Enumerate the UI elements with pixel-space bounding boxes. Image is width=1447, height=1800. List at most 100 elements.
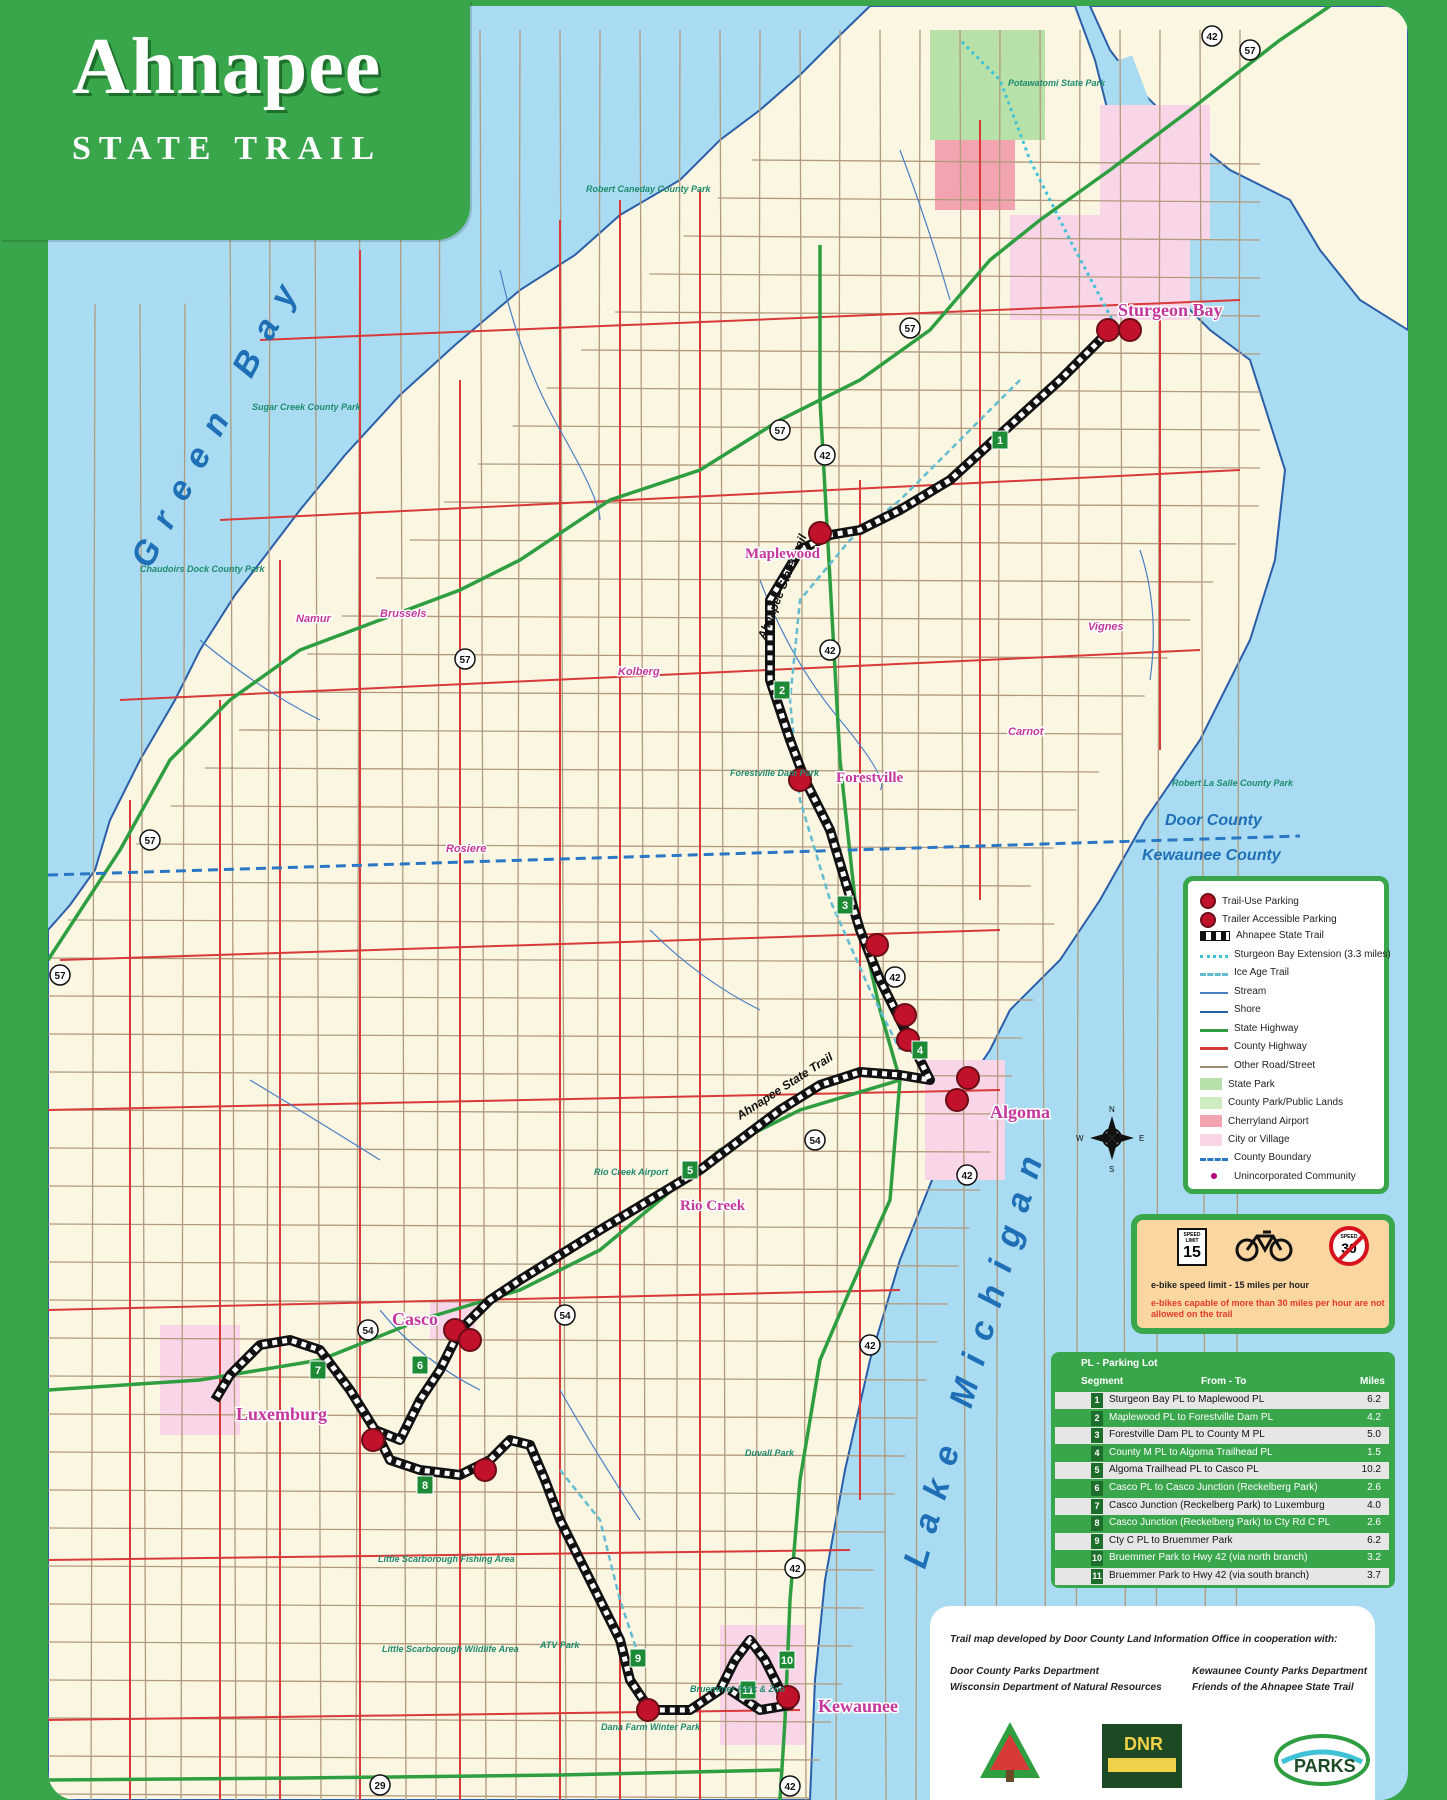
svg-text:54: 54 [559,1311,571,1322]
streams [199,149,1154,1521]
svg-text:57: 57 [459,655,471,666]
segment-marker-5: 5 [681,1160,699,1180]
hwy-57-shield: 57 [139,829,161,851]
legend-item-road: Other Road/Street [1200,1060,1315,1071]
parking-marker[interactable] [788,768,812,792]
parking-marker[interactable] [1096,318,1120,342]
parking-marker[interactable] [893,1003,917,1027]
legend-label: Unincorporated Community [1234,1170,1356,1182]
parking-marker[interactable] [1118,318,1142,342]
parking-marker[interactable] [865,933,889,957]
svg-text:42: 42 [789,1564,801,1575]
legend-label: Trailer Accessible Parking [1222,914,1337,925]
svg-text:57: 57 [774,426,786,437]
town-label: Algoma [990,1102,1050,1122]
parking-marker[interactable] [945,1088,969,1112]
legend-symbol-shwy [1200,1028,1228,1032]
park-label: Robert La Salle County Park [1172,778,1294,788]
legend-label: State Park [1228,1078,1275,1090]
hwy-42-shield: 42 [884,966,906,988]
legend-item-city: City or Village [1200,1133,1290,1146]
town-label: Casco [392,1309,438,1329]
hwy-42-shield: 42 [819,639,841,661]
legend-item-uninc: Unincorporated Community [1200,1171,1356,1182]
parking-marker[interactable] [808,521,832,545]
speed-limit-sign-value: 15 [1183,1244,1201,1261]
park-label: Bruemmer Park & Zoo [690,1684,786,1694]
parking-markers [361,318,1142,1722]
legend-symbol-road [1200,1066,1228,1068]
segment-marker-11: 11 [739,1680,757,1700]
hwy-42-shield: 42 [784,1557,806,1579]
segment-number: 5 [1091,1463,1103,1479]
legend-symbol-dot [1200,893,1216,909]
ice-age-trail-south [559,1469,642,1661]
miles-header: Miles [1359,1376,1385,1387]
segment-miles: 2.6 [1367,1517,1381,1529]
segment-miles: 2.6 [1367,1482,1381,1493]
segment-row: 6 Casco PL to Casco Junction (Reckelberg … [1055,1480,1389,1497]
legend-label: Shore [1234,1004,1261,1015]
segment-number: 6 [1091,1481,1103,1496]
town-label: Sturgeon Bay [1118,300,1223,320]
credit-friends-trail: Friends of the Ahnapee State Trail [1192,1682,1354,1693]
park-label: Duvall Park [745,1448,795,1458]
wi-dnr-logo: DNR [1102,1724,1182,1788]
parking-marker[interactable] [361,1428,385,1452]
county-boundary [48,834,1301,877]
town-label: Kolberg [618,666,660,678]
park-label: Rio Creek Airport [594,1167,669,1177]
compass-w: W [1076,1134,1084,1143]
compass-e: E [1139,1134,1144,1143]
svg-text:5: 5 [687,1165,693,1177]
segment-name: County M PL to Algoma Trailhead PL [1109,1446,1273,1458]
svg-text:6: 6 [417,1360,423,1372]
potawatomi-park-area [930,30,1045,140]
park-label: Little Scarborough Fishing Area [378,1554,515,1564]
parking-marker[interactable] [636,1698,660,1722]
svg-text:1: 1 [997,435,1003,447]
segment-name: Bruemmer Park to Hwy 42 (via south branc… [1109,1570,1310,1581]
ebike-limit-text: e-bike speed limit - 15 miles per hour [1151,1280,1310,1290]
credits-panel: Trail map developed by Door County Land … [930,1606,1375,1800]
legend-symbol-airport [1200,1115,1222,1127]
svg-text:11: 11 [742,1685,754,1697]
segment-marker-1: 1 [991,430,1009,450]
segment-name: Casco PL to Casco Junction (Reckelberg P… [1109,1482,1318,1493]
parking-marker[interactable] [956,1066,980,1090]
town-label: Carnot [1008,726,1045,738]
legend-symbol-stream [1200,992,1228,994]
town-label: Brussels [380,608,426,620]
svg-text:4: 4 [917,1045,924,1057]
credit-wi-dnr: Wisconsin Department of Natural Resource… [950,1682,1162,1693]
parking-marker[interactable] [776,1685,800,1709]
segment-header: Segment [1081,1376,1124,1387]
legend-label: Stream [1234,985,1267,997]
map-title: Ahnapee [72,23,382,111]
parks-logo-text: PARKS [1294,1756,1356,1776]
svg-text:42: 42 [889,973,901,984]
town-label: Luxemburg [236,1404,327,1424]
segment-miles: 4.0 [1367,1499,1381,1511]
legend-label: County Boundary [1234,1152,1312,1163]
legend-symbol-boundary [1200,1158,1228,1161]
parking-marker[interactable] [473,1458,497,1482]
compass-s: S [1109,1165,1114,1174]
credits-line: Trail map developed by Door County Land … [950,1634,1338,1645]
legend-label: County Highway [1234,1041,1307,1052]
legend-label: Ahnapee State Trail [1236,930,1324,941]
town-label: Rosiere [446,843,486,855]
parking-marker[interactable] [458,1328,482,1352]
svg-text:57: 57 [54,971,66,982]
no-30-sign-label: SPEED [1340,1234,1358,1240]
hwy-54-shield: 54 [804,1129,826,1151]
segment-number: 4 [1091,1445,1103,1461]
